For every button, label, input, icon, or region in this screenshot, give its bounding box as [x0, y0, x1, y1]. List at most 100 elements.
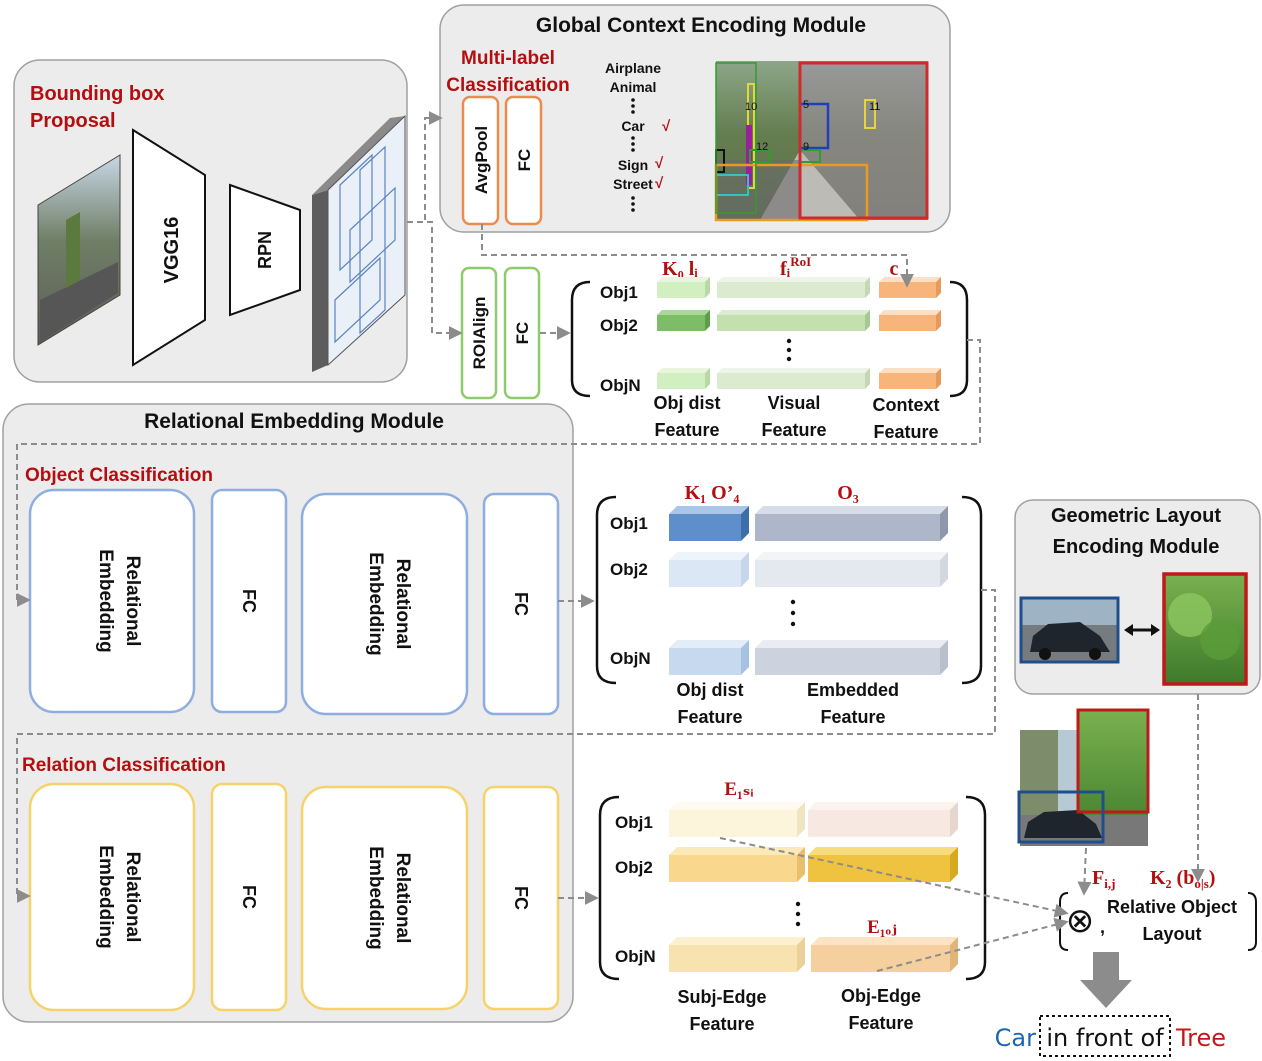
objn-context-cell [879, 368, 941, 389]
vgg16-label: VGG16 [161, 217, 183, 284]
obj-edge-feature-line1: Obj-Edge [841, 986, 921, 1006]
object-feature-matrix: K₀ lᵢ fᵢRoI c Obj1 Obj2 ObjN Obj dist Fe… [570, 254, 969, 442]
check-car: √ [662, 118, 671, 135]
objn-dist-cell [657, 368, 710, 389]
global-fc-label: FC [515, 149, 534, 172]
bbox-title-line1: Bounding box [30, 83, 164, 105]
relative-layout-line2: Layout [1142, 924, 1201, 944]
edge1-subj-cell [669, 802, 805, 837]
rel-re1-line2: Embedding [95, 845, 116, 948]
edge-row-label-n: ObjN [615, 947, 656, 966]
class-item-airplane: Airplane [605, 60, 661, 76]
multilabel-title-line1: Multi-label [461, 48, 555, 69]
predicate-box [1039, 1015, 1171, 1057]
geometric-layout-module: Geometric Layout Encoding Module [1014, 499, 1261, 695]
roialign-label: ROIAlign [470, 297, 489, 370]
k1-header: K₁ O’₄ [685, 482, 740, 504]
obj1-visual-cell [717, 277, 870, 298]
visual-feature-line1: Visual [768, 393, 821, 413]
edgen-obj-cell [811, 937, 958, 972]
emb1-dist-cell [669, 506, 749, 541]
object-classification-title: Object Classification [25, 465, 213, 486]
obj-fc2-label: FC [511, 592, 531, 616]
car-crop [1019, 596, 1120, 664]
box-number-11: 11 [869, 101, 880, 113]
class-ellipsis-2 [631, 136, 635, 152]
box-number-12: 12 [756, 141, 768, 153]
object-classification-stack: Relational Embedding FC Relational Embed… [28, 488, 560, 716]
edge-bracket-right [965, 795, 987, 981]
relative-layout-block: Fi,j K₂ (bo|s) ⊗ , Relative Object Layou… [1059, 867, 1257, 951]
object-rows-ellipsis [786, 338, 792, 362]
obj-row-label-n: ObjN [600, 376, 641, 395]
emb-row-label-1: Obj1 [610, 514, 648, 533]
embedded-bracket-left [595, 495, 617, 685]
f-ij-label: Fi,j [1092, 867, 1115, 891]
emb2-dist-cell [669, 552, 749, 587]
rel-fc1-label: FC [239, 885, 259, 909]
f-roi-header: fᵢRoI [780, 254, 811, 280]
rpn-label: RPN [255, 231, 275, 269]
connector-to-global [407, 111, 443, 223]
obj2-dist-cell [657, 310, 710, 331]
f-subscript: i,j [1104, 876, 1115, 891]
k2-text: K₂ (b [1150, 867, 1194, 889]
context-feature-line1: Context [873, 395, 940, 415]
global-fc-box [504, 95, 543, 226]
connectors [16, 111, 1205, 972]
roi-fc-box [503, 266, 541, 400]
avgpool-label: AvgPool [472, 126, 491, 194]
class-item-sign: Sign [618, 157, 648, 173]
f-symbol: fᵢ [780, 258, 791, 280]
box-number-9: 9 [803, 141, 809, 153]
input-image-thumbnail [37, 154, 121, 346]
check-street: √ [655, 175, 664, 192]
roi-fc-label: FC [513, 322, 532, 345]
result-triplet: Car in front of Tree [995, 1015, 1226, 1057]
global-context-module: Global Context Encoding Module Multi-lab… [439, 4, 951, 233]
obj-re1-line1: Relational [122, 556, 143, 647]
obj1-context-cell [879, 277, 941, 298]
emb1-embedded-cell [755, 506, 948, 541]
f-letter: F [1092, 867, 1104, 889]
avgpool-box [461, 95, 500, 226]
street-scene-detections: 10 5 11 9 12 [714, 61, 929, 222]
obj-row-label-2: Obj2 [600, 316, 638, 335]
relation-classification-stack: Relational Embedding FC Relational Embed… [28, 782, 560, 1012]
class-list: Airplane Animal Car Sign Street √ √ √ [605, 60, 671, 212]
edge1-obj-cell [808, 802, 958, 837]
f-superscript: RoI [790, 254, 811, 269]
obj2-context-cell [879, 310, 941, 331]
rel-re2-line1: Relational [392, 853, 413, 944]
relative-layout-line1: Relative Object [1107, 897, 1237, 917]
multilabel-title-line2: Classification [446, 75, 570, 96]
objn-visual-cell [717, 368, 870, 389]
geometric-title-line2: Encoding Module [1053, 536, 1220, 558]
connector-image-to-product [1077, 847, 1092, 896]
connector-to-roialign [407, 221, 463, 340]
output-down-arrow-icon [1080, 952, 1132, 1008]
bbox-proposal-module: Bounding box Proposal VGG16 RPN [13, 59, 408, 383]
obj-fc1-label: FC [239, 589, 259, 613]
connector-global-to-context [481, 224, 914, 288]
check-sign: √ [655, 155, 664, 172]
k2-label: K₂ (bo|s) [1150, 867, 1215, 891]
result-predicate: in front of [1046, 1024, 1164, 1052]
obj-row-label-1: Obj1 [600, 283, 638, 302]
rel-fc2-label: FC [511, 886, 531, 910]
emb-row-label-2: Obj2 [610, 560, 648, 579]
roi-block: ROIAlign FC [460, 266, 541, 400]
relation-classification-title: Relation Classification [22, 755, 226, 776]
edge-row-label-2: Obj2 [615, 858, 653, 877]
object-bracket-left [570, 280, 591, 398]
class-item-car: Car [621, 118, 645, 134]
class-ellipsis-1 [631, 98, 635, 114]
proposal-feature-map [312, 114, 406, 372]
result-subject: Car [995, 1024, 1036, 1052]
obj-fc-box-2 [482, 492, 560, 716]
emb-dist-feature-line2: Feature [677, 707, 742, 727]
layout-bracket-right [1247, 892, 1257, 951]
bidirectional-arrow-icon [1124, 624, 1160, 636]
embedded-feature-cells [669, 506, 948, 675]
emb2-embedded-cell [755, 552, 948, 587]
